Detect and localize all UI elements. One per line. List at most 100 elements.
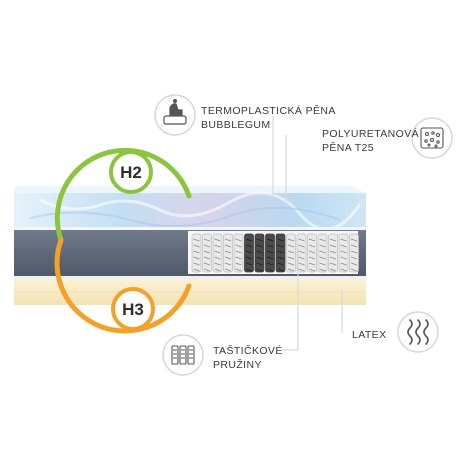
- spring-pocket: [212, 233, 223, 273]
- firmness-arc-orange: [54, 237, 192, 334]
- spring-coil: [308, 250, 316, 254]
- spring-coil: [329, 250, 337, 254]
- foam-cells-icon: [420, 127, 444, 149]
- spring-pocket: [191, 233, 202, 273]
- pocket-springs-icon: [171, 345, 195, 365]
- spring-coil: [214, 238, 221, 242]
- spring-coil: [298, 262, 305, 266]
- spring-coil: [245, 262, 253, 266]
- spring-coil: [266, 238, 274, 242]
- h2-label: H2: [120, 163, 142, 182]
- pocket-springs: [191, 233, 359, 273]
- spring-pocket: [233, 233, 244, 273]
- spring-pocket: [296, 233, 307, 273]
- spring-coil: [277, 262, 284, 266]
- icon-circle-springs: [162, 334, 204, 376]
- latex-waves-icon: [407, 319, 429, 345]
- spring-coil: [203, 244, 211, 248]
- spring-coil: [319, 238, 326, 242]
- spring-coil: [224, 268, 232, 272]
- spring-coil: [245, 238, 253, 242]
- foam-chair-icon: [163, 99, 187, 125]
- spring-coil: [256, 244, 263, 248]
- label-polyurethane-line1: POLYURETANOVÁ: [322, 128, 419, 140]
- spring-coil: [319, 268, 326, 272]
- spring-coil: [287, 250, 295, 254]
- spring-coil: [340, 250, 347, 254]
- label-springs-line1: TAŠTIČKOVÉ: [213, 345, 283, 357]
- spring-coil: [308, 244, 316, 248]
- spring-pocket: [202, 233, 212, 273]
- spring-coil: [277, 238, 284, 242]
- spring-coil: [350, 262, 358, 266]
- spring-pocket: [265, 233, 275, 273]
- spring-coil: [245, 256, 253, 260]
- spring-coil: [319, 262, 326, 266]
- label-latex-line1: LATEX: [352, 329, 387, 341]
- spring-coil: [277, 268, 284, 272]
- spring-coil: [266, 262, 274, 266]
- spring-pocket: [286, 233, 296, 273]
- spring-coil: [193, 262, 200, 266]
- spring-coil: [235, 250, 242, 254]
- spring-coil: [298, 238, 305, 242]
- spring-coil: [214, 262, 221, 266]
- firmness-ring: H2 H3: [54, 147, 192, 334]
- spring-coil: [203, 268, 211, 272]
- spring-coil: [245, 268, 253, 272]
- spring-coil: [319, 244, 326, 248]
- spring-pocket: [328, 233, 338, 273]
- h3-badge: [111, 287, 155, 331]
- cover-pattern: [39, 191, 362, 231]
- spring-coil: [224, 238, 232, 242]
- spring-coil: [256, 250, 263, 254]
- spring-coil: [193, 256, 200, 260]
- mattress: [14, 186, 366, 305]
- spring-coil: [329, 244, 337, 248]
- spring-coil: [350, 244, 358, 248]
- spring-coil: [256, 262, 263, 266]
- label-bubblegum: TERMOPLASTICKÁ PĚNA BUBBLEGUM: [201, 104, 336, 132]
- spring-coil: [287, 244, 295, 248]
- spring-coil: [224, 256, 232, 260]
- spring-coil: [193, 244, 200, 248]
- spring-coil: [235, 262, 242, 266]
- label-latex: LATEX: [352, 328, 386, 342]
- spring-coil: [214, 268, 221, 272]
- spring-coil: [329, 262, 337, 266]
- spring-coil: [308, 262, 316, 266]
- spring-coil: [235, 256, 242, 260]
- spring-coil: [298, 250, 305, 254]
- spring-coil: [340, 256, 347, 260]
- h2-badge: [109, 150, 153, 194]
- label-bubblegum-line1: TERMOPLASTICKÁ PĚNA: [201, 105, 336, 117]
- spring-coil: [319, 256, 326, 260]
- spring-coil: [287, 262, 295, 266]
- spring-coil: [214, 256, 221, 260]
- label-springs: TAŠTIČKOVÉ PRUŽINY: [213, 344, 283, 372]
- firmness-arc-green: [54, 147, 192, 243]
- h3-label: H3: [122, 300, 144, 319]
- spring-pocket: [275, 233, 286, 273]
- spring-coil: [350, 238, 358, 242]
- cover-pattern-2: [29, 206, 341, 228]
- spring-pocket: [349, 233, 359, 273]
- spring-coil: [235, 268, 242, 272]
- label-polyurethane: POLYURETANOVÁ PĚNA T25: [322, 127, 419, 155]
- spring-pocket: [338, 233, 349, 273]
- spring-coil: [235, 238, 242, 242]
- layer-divider: [14, 227, 366, 230]
- spring-coil: [287, 256, 295, 260]
- spring-coil: [308, 238, 316, 242]
- spring-coil: [298, 268, 305, 272]
- spring-coil: [350, 268, 358, 272]
- spring-coil: [350, 256, 358, 260]
- spring-coil: [224, 250, 232, 254]
- leader-springs: [282, 250, 299, 351]
- spring-coil: [277, 244, 284, 248]
- spring-coil: [340, 268, 347, 272]
- spring-coil: [214, 244, 221, 248]
- spring-coil: [329, 268, 337, 272]
- spring-coil: [266, 256, 274, 260]
